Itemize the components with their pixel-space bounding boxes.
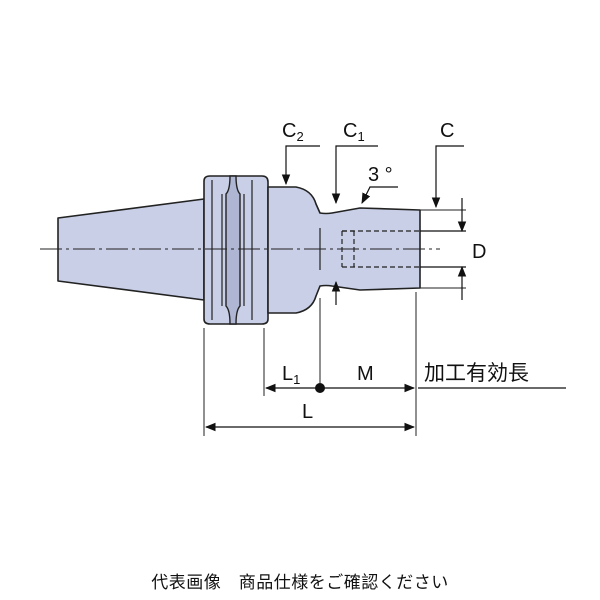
c1-leader [331,145,378,305]
angle-label: 3 ° [368,164,393,186]
representative-image-caption: 代表画像 商品仕様をご確認ください [151,573,449,593]
l1-label: L1 [282,363,300,387]
extension-lines [203,209,466,436]
tool-holder-diagram: D C C1 C2 3 ° L1 M 加工有効長 L [40,120,566,436]
c-label: C [440,120,454,142]
c2-label: C2 [282,120,304,144]
flange-grooves [225,175,241,325]
l1-m-origin-dot [315,383,325,393]
body-nose [267,186,421,314]
c-leader [431,145,464,209]
m-label: M [357,363,374,385]
l-label: L [302,401,313,423]
c2-leader [281,145,320,186]
c1-label: C1 [343,120,365,144]
angle-leader [361,186,398,204]
flange-edge-lines [211,180,253,320]
d-dimension [420,198,467,300]
effective-length-label: 加工有効長 [424,362,529,385]
d-label: D [472,241,486,263]
